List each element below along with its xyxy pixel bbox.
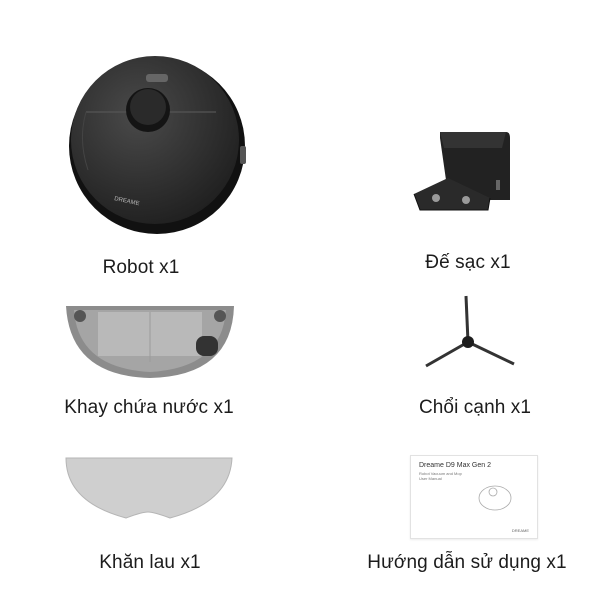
side-brush-image	[425, 295, 515, 368]
manual-title: Dreame D9 Max Gen 2	[419, 462, 491, 469]
water-tank-image	[66, 306, 234, 378]
manual-caption: Hướng dẫn sử dụng x1	[367, 552, 567, 573]
water-tank-caption: Khay chứa nước x1	[64, 397, 234, 418]
user-manual-image: Dreame D9 Max Gen 2 Robot Vacuum and Mop…	[410, 455, 538, 539]
robot-caption: Robot x1	[102, 257, 180, 278]
dock-caption: Đế sạc x1	[425, 252, 511, 273]
manual-robot-sketch	[478, 485, 512, 511]
manual-doc-type: User Manual	[419, 476, 442, 481]
charging-dock-image	[413, 132, 510, 211]
robot-vacuum-image: DREAME	[69, 56, 246, 234]
mop-cloth-caption: Khăn lau x1	[99, 552, 201, 573]
mop-cloth-image	[65, 457, 233, 519]
manual-footer-brand: DREAME	[511, 528, 529, 533]
robot-brand-text: DREAME	[114, 196, 140, 207]
manual-subtitle: Robot Vacuum and Mop	[419, 471, 462, 476]
side-brush-caption: Chổi cạnh x1	[418, 397, 532, 418]
